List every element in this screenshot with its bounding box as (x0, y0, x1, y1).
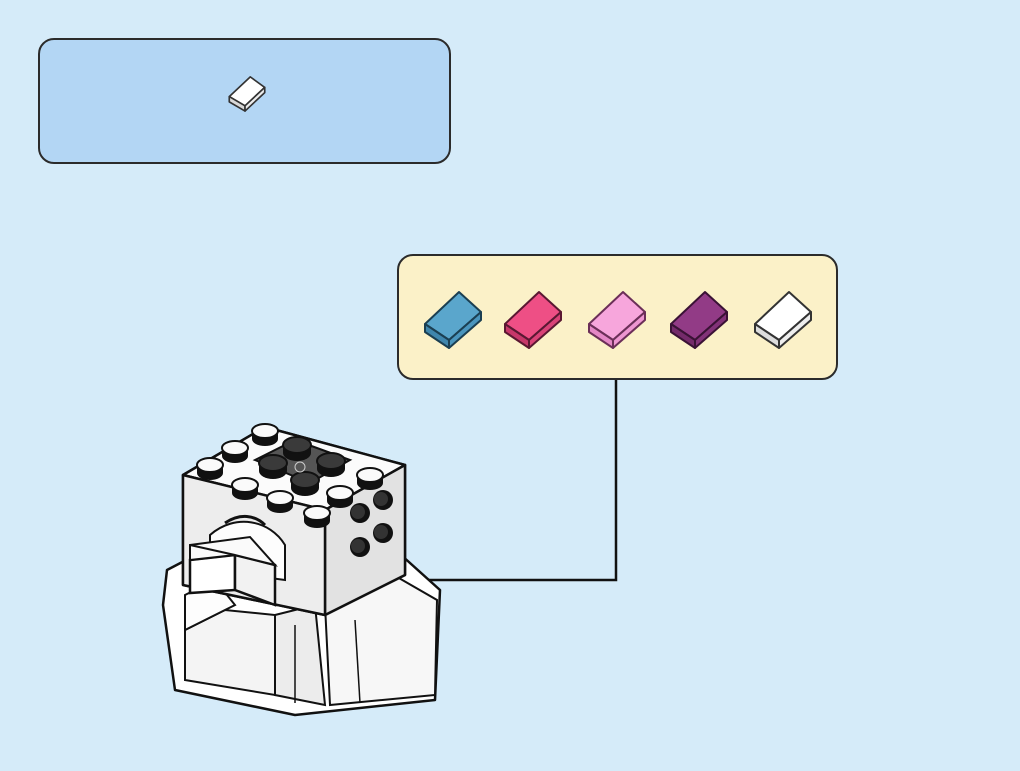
brick-model-illustration (155, 405, 450, 720)
